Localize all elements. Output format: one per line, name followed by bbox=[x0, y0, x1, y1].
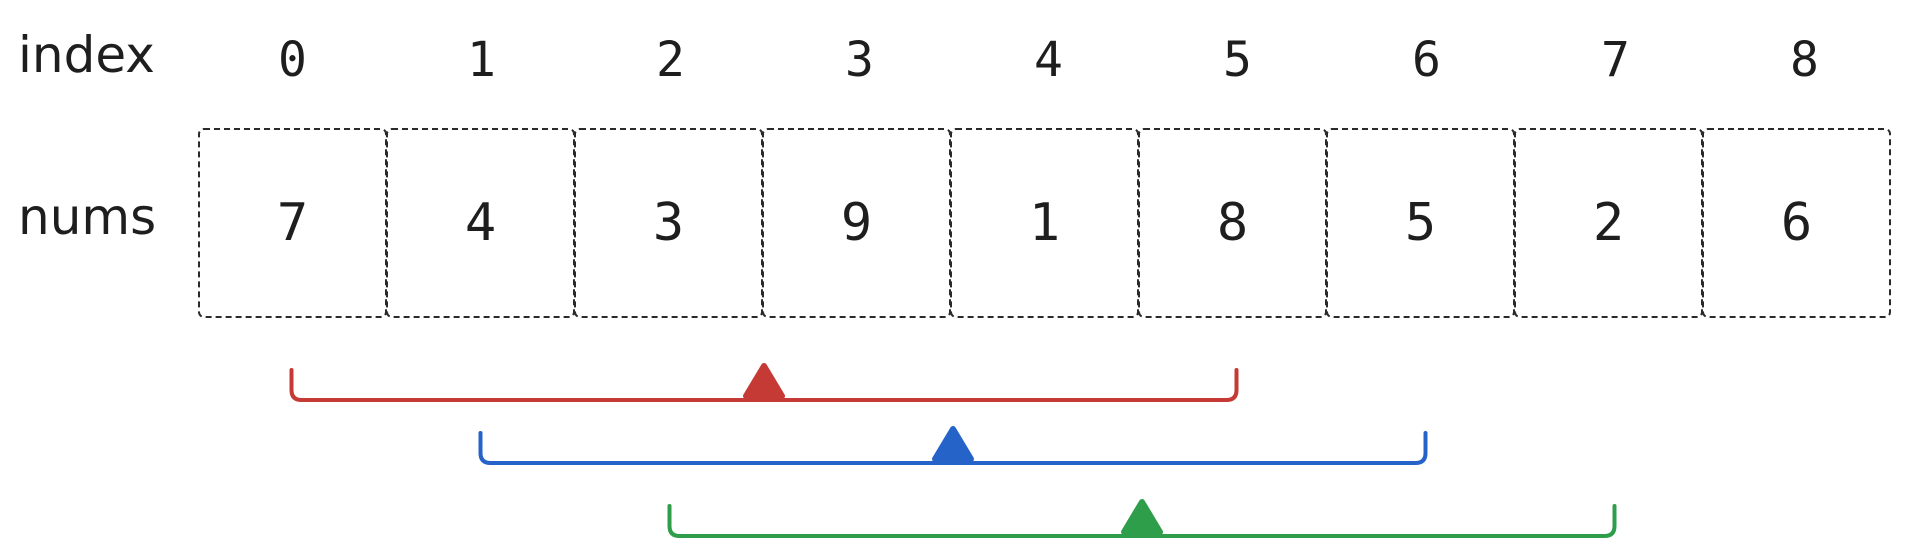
index-label: 4 bbox=[1034, 32, 1063, 88]
index-label: 1 bbox=[467, 32, 496, 88]
array-cell: 4 bbox=[386, 128, 575, 318]
window-bracket-line bbox=[289, 368, 1239, 402]
index-label: 5 bbox=[1223, 32, 1252, 88]
index-label: 3 bbox=[845, 32, 874, 88]
array-cell: 8 bbox=[1138, 128, 1327, 318]
index-label: 2 bbox=[656, 32, 685, 88]
array-cell: 3 bbox=[574, 128, 763, 318]
index-label: 0 bbox=[278, 32, 307, 88]
array-cell: 2 bbox=[1514, 128, 1703, 318]
array-cell: 7 bbox=[198, 128, 387, 318]
index-row-label: index bbox=[18, 26, 155, 84]
window-bracket bbox=[478, 426, 1428, 465]
window-bracket bbox=[667, 499, 1617, 538]
nums-row-label: nums bbox=[18, 188, 157, 246]
window-center-marker-icon bbox=[743, 363, 785, 399]
index-label: 6 bbox=[1412, 32, 1441, 88]
index-row: 0 1 2 3 4 5 6 7 8 bbox=[198, 30, 1899, 90]
array-cell: 6 bbox=[1702, 128, 1891, 318]
window-bracket-line bbox=[478, 431, 1428, 465]
window-bracket bbox=[289, 363, 1239, 402]
array-cell: 1 bbox=[950, 128, 1139, 318]
nums-array: 7 4 3 9 1 8 5 2 6 bbox=[198, 128, 1891, 318]
index-label: 8 bbox=[1790, 32, 1819, 88]
index-label: 7 bbox=[1601, 32, 1630, 88]
window-bracket-line bbox=[667, 504, 1617, 538]
array-cell: 5 bbox=[1326, 128, 1515, 318]
window-center-marker-icon bbox=[932, 426, 974, 462]
window-center-marker-icon bbox=[1121, 499, 1163, 535]
array-cell: 9 bbox=[762, 128, 951, 318]
